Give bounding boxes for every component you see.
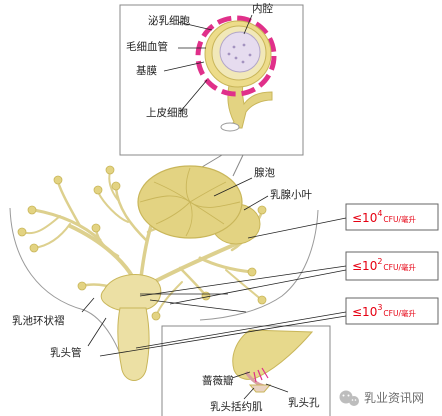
- rosette-line-3: [261, 367, 269, 379]
- count-1-unit: CFU/毫升: [383, 214, 416, 224]
- label-teat-canal: 乳头管: [50, 346, 82, 359]
- label-rosette: 蔷薇瓣: [202, 374, 234, 387]
- count-3: ≤103CFU/毫升: [352, 303, 416, 319]
- count-3-exponent: 3: [377, 303, 382, 312]
- label-basement-membrane: 基膜: [136, 64, 157, 77]
- label-lumen: 内腔: [252, 2, 273, 15]
- count-box-1: ≤104CFU/毫升: [345, 203, 439, 231]
- teat-leader-lines: [231, 371, 289, 400]
- count-box-3-frame: [345, 297, 439, 325]
- count-1-exponent: 4: [377, 209, 382, 218]
- label-cistern-ring: 乳池环状褶: [12, 314, 65, 327]
- label-secretory-cell: 泌乳细胞: [148, 14, 190, 27]
- count-box-1-frame: [345, 203, 439, 231]
- rosette-line-2: [257, 369, 263, 381]
- wechat-icon: [339, 390, 359, 406]
- rosette-line-1: [253, 371, 257, 383]
- count-3-prefix: ≤10: [352, 305, 377, 319]
- teat-cistern-detail: [232, 329, 314, 380]
- label-sphincter: 乳头括约肌: [210, 400, 263, 413]
- lobule-clusters: [17, 165, 267, 321]
- gland-cistern: [100, 274, 162, 312]
- sphincter-shape: [248, 384, 272, 393]
- count-2-exponent: 2: [377, 257, 382, 266]
- label-capillary: 毛细血管: [126, 40, 168, 53]
- mammary-lobule: [137, 165, 261, 245]
- watermark: 乳业资讯网: [339, 390, 424, 406]
- count-box-2: ≤102CFU/毫升: [345, 251, 439, 281]
- count-leader-lines: [99, 217, 347, 357]
- teat-detail: [232, 329, 314, 393]
- count-1: ≤104CFU/毫升: [352, 209, 416, 225]
- capillary-ring: [195, 15, 277, 97]
- inset-leader-lines: [163, 14, 253, 113]
- teat: [117, 307, 150, 381]
- watermark-text: 乳业资讯网: [364, 391, 424, 405]
- label-alveolus: 腺泡: [254, 166, 275, 179]
- ductule-opening: [220, 122, 240, 132]
- label-epithelial-cell: 上皮细胞: [146, 106, 188, 119]
- count-box-2-frame: [345, 251, 439, 281]
- label-lobule: 乳腺小叶: [270, 188, 312, 201]
- count-3-unit: CFU/毫升: [383, 308, 416, 318]
- alveolus-magnified: [195, 15, 277, 132]
- label-teat-meatus: 乳头孔: [288, 396, 320, 409]
- count-box-3: ≤103CFU/毫升: [345, 297, 439, 325]
- count-2-unit: CFU/毫升: [383, 262, 416, 272]
- udder-outline-right: [199, 209, 319, 321]
- count-2-prefix: ≤10: [352, 259, 377, 273]
- udder-outline-left: [9, 207, 128, 377]
- main-leader-lines: [81, 177, 269, 347]
- count-2: ≤102CFU/毫升: [352, 257, 416, 273]
- teat-detail-frame: [161, 325, 331, 416]
- callout-line-right: [232, 154, 244, 177]
- count-1-prefix: ≤10: [352, 211, 377, 225]
- lumen-area: [219, 31, 261, 73]
